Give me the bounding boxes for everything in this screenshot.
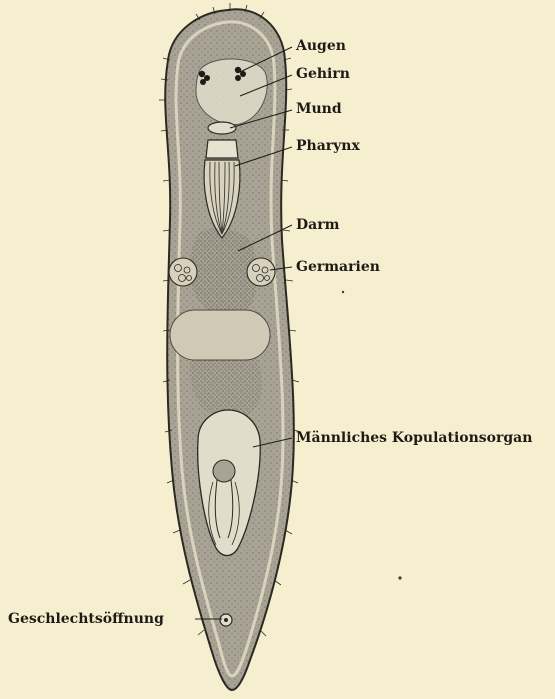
central-organ [170, 310, 270, 360]
label-geschlechtsoeffnung: Geschlechtsöffnung [8, 611, 164, 627]
copulatory-bulb [213, 460, 235, 482]
germarium-right [247, 258, 275, 286]
label-pharynx: Pharynx [296, 138, 360, 154]
mouth [208, 122, 236, 134]
label-gehirn: Gehirn [296, 66, 350, 82]
label-germarien: Germarien [296, 259, 380, 275]
germarium-left [169, 258, 197, 286]
label-kopulationsorgan: Männliches Kopulationsorgan [296, 430, 532, 446]
label-mund: Mund [296, 101, 342, 117]
label-darm: Darm [296, 217, 339, 233]
label-augen: Augen [296, 38, 346, 54]
pharynx-collar [206, 140, 238, 158]
